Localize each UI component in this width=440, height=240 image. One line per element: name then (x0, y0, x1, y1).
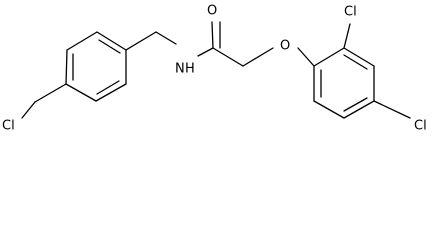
bond-ring-right-double-2 (343, 97, 368, 112)
atom-carbonyl-o: O (207, 4, 217, 19)
atom-cl-ring-2: Cl (344, 5, 357, 20)
bond-ring-left-6 (95, 83, 127, 102)
bond-n-to-carbonyl (197, 47, 214, 57)
atom-cl-ring-4: Cl (414, 119, 427, 134)
bond-ring-left-7 (65, 83, 97, 102)
bond-ring-left-double-2 (98, 39, 121, 54)
chlorophenyl-ring-left (34, 31, 127, 103)
atom-n: N (175, 62, 185, 77)
bond-ring-right-1 (313, 47, 345, 67)
bond-ring-left-1 (34, 83, 67, 103)
bond-carbonyl-to-ch2 (212, 47, 244, 67)
bond-ether-o-to-ring (297, 47, 315, 67)
bond-ring-left-double-3 (96, 80, 120, 95)
bond-ring-right-5 (313, 100, 345, 119)
dichlorophenyl-ring-right (313, 47, 375, 119)
bond-ring-right-2 (343, 47, 375, 67)
bond-carbonyl-c-o (211, 21, 214, 49)
atom-cl-left: Cl (2, 119, 15, 134)
bond-ring-left-4 (96, 31, 127, 51)
chemical-structure: Cl N H O O Cl Cl (2, 4, 427, 134)
bond-ring-left-2 (65, 49, 68, 85)
bond-left-cl (21, 101, 36, 119)
bond-ch2-to-n (155, 31, 177, 45)
atom-n-h: H (185, 62, 195, 77)
bond-ring-to-ch2 (125, 31, 157, 51)
bond-ch2-to-ether-o (242, 47, 274, 67)
bond-ring-right-double-1 (343, 54, 368, 70)
bond-ring-right-cl-2 (343, 23, 351, 49)
bond-ring-right-cl-4 (373, 100, 411, 119)
atom-ether-o: O (280, 39, 290, 54)
bond-ring-left-3 (66, 31, 98, 51)
bond-ring-right-4 (343, 100, 375, 119)
